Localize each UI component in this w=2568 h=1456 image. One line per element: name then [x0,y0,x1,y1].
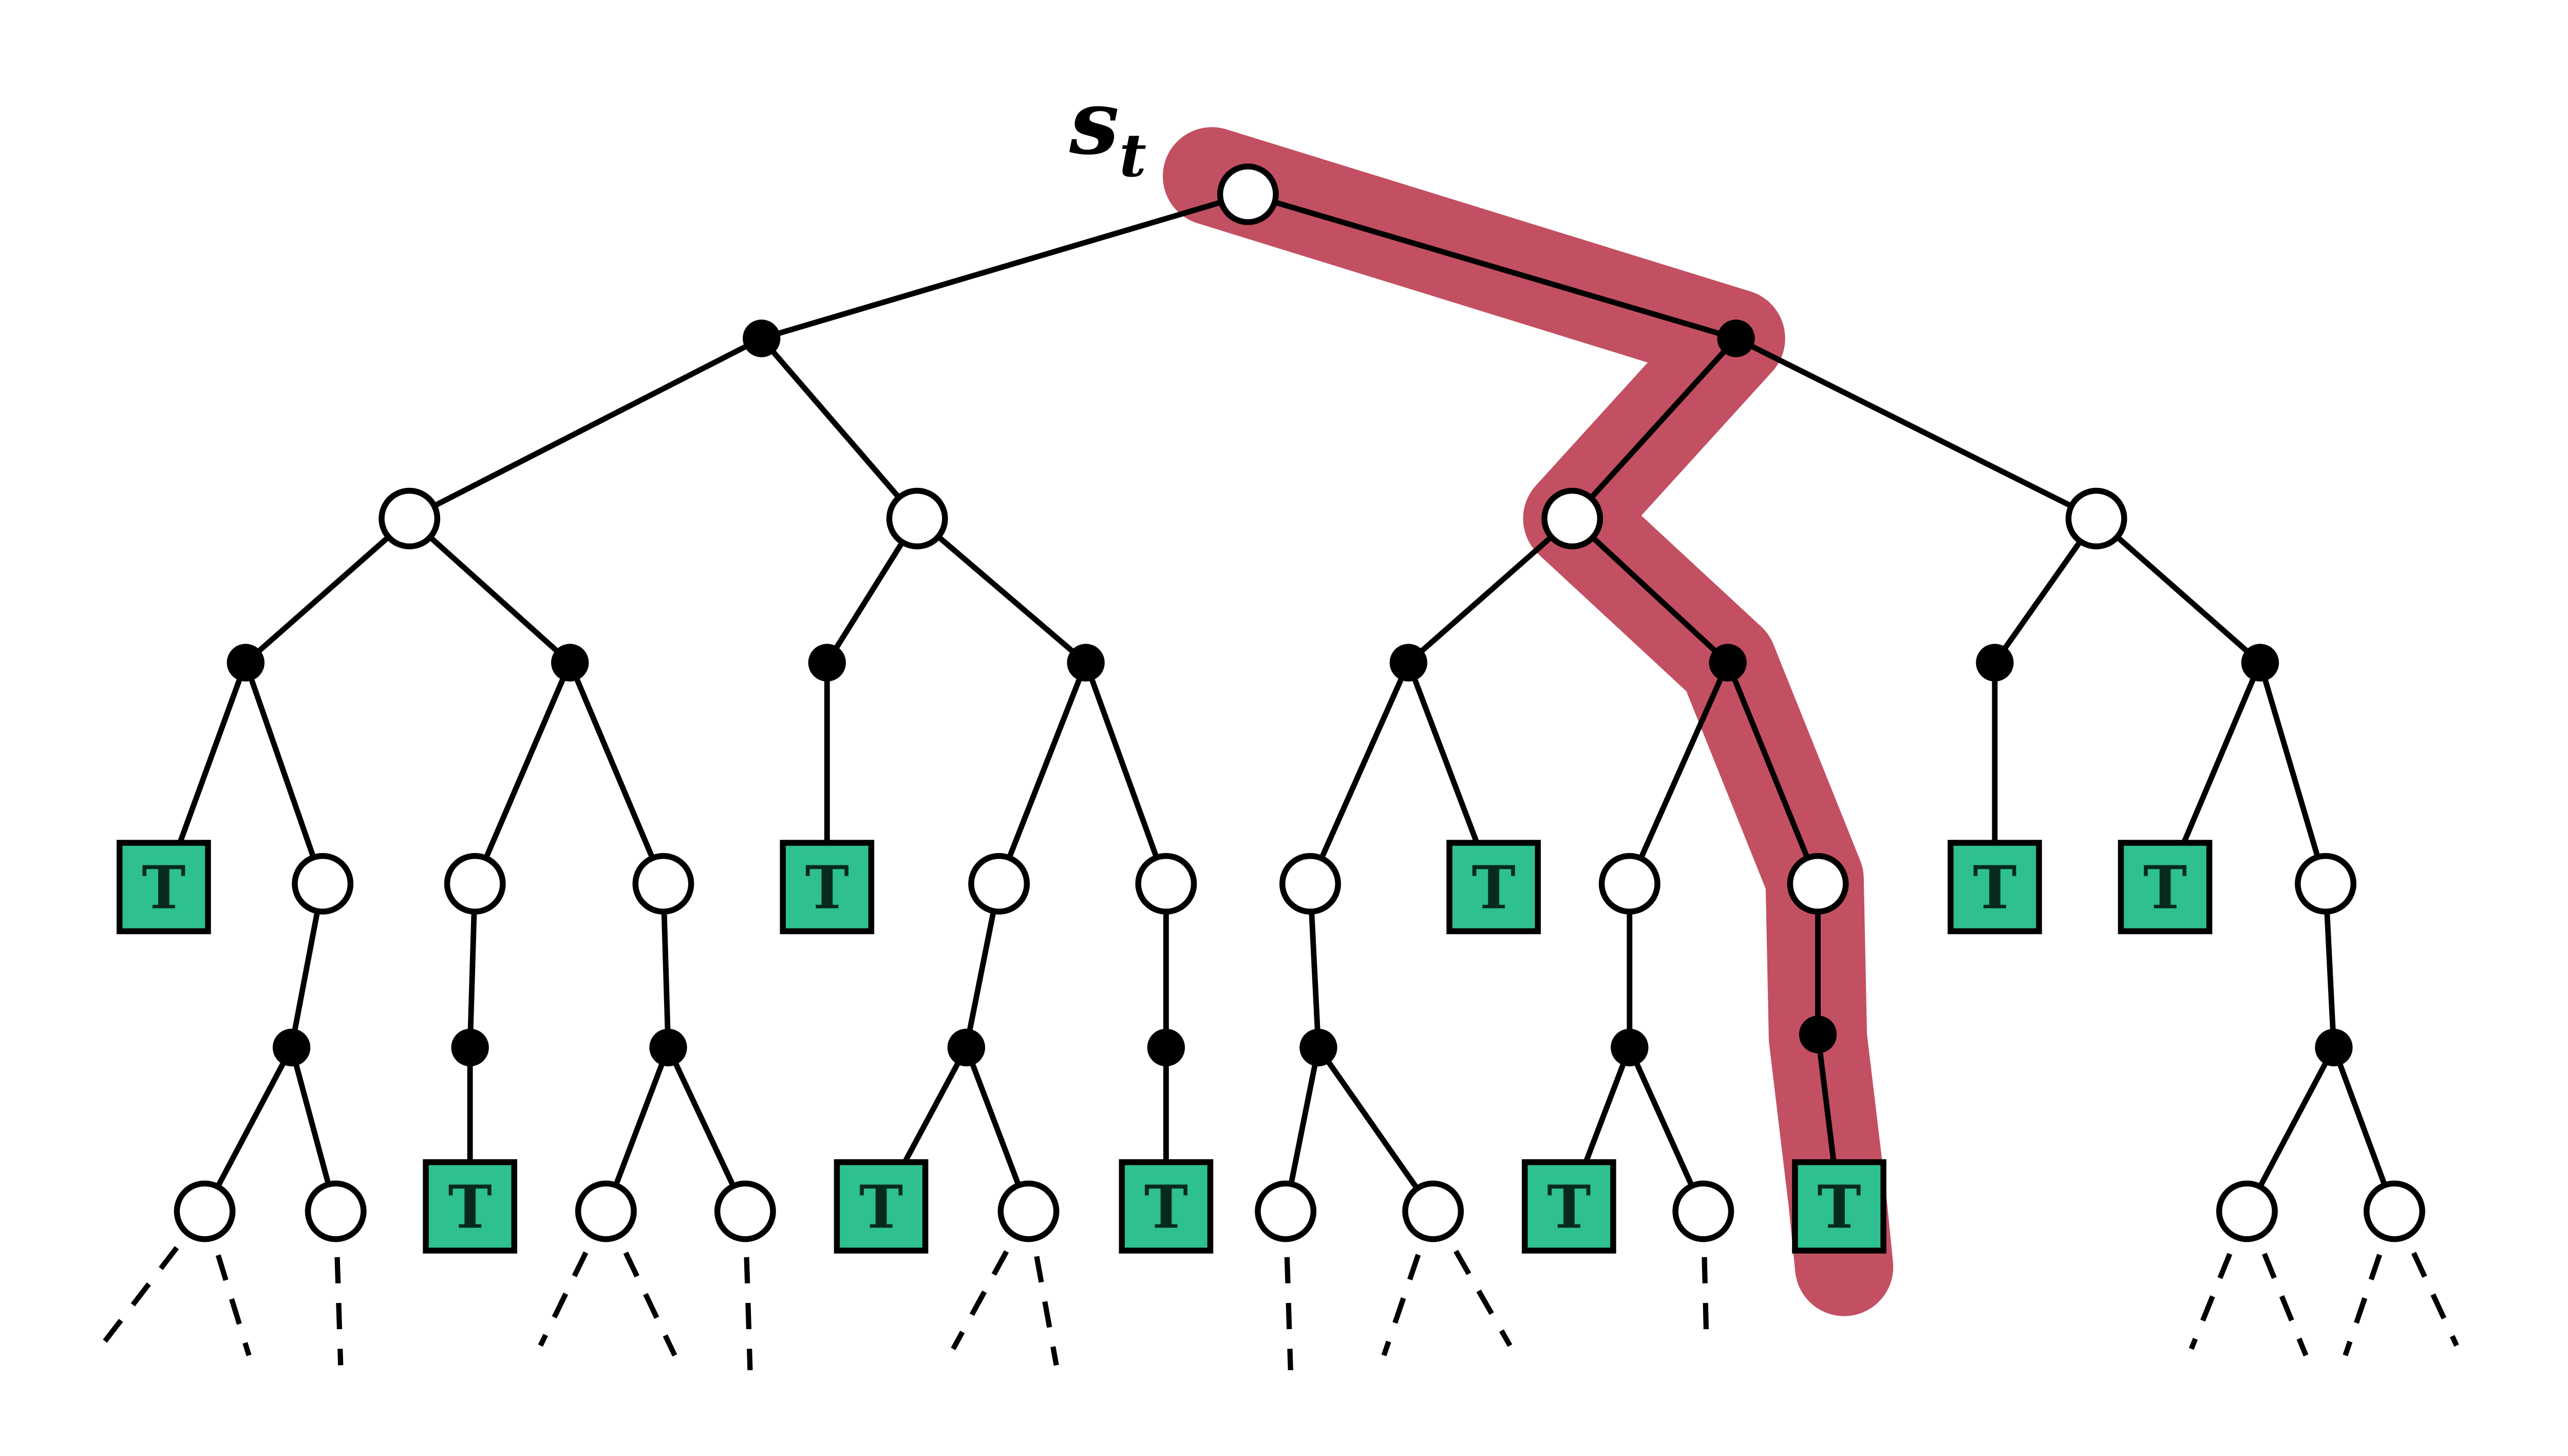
terminal-node [780,839,875,934]
state-node [1541,487,1603,550]
terminal-node-label: T [1471,853,1515,922]
tree-edge [1308,661,1411,885]
terminal-node-label: T [2143,853,2187,922]
tree-edge [2094,516,2262,665]
state-node [575,1180,637,1242]
tree-edge [1083,661,1169,885]
action-node [808,644,846,682]
terminal-node [117,839,211,934]
action-node [947,1028,986,1066]
state-node [2364,1180,2425,1242]
tree-edge [996,661,1089,885]
terminal-node [2118,839,2213,934]
tree-edge [915,516,1088,665]
tree-edge [759,336,919,520]
terminal-node [1522,1159,1616,1254]
tree-edge [2257,661,2329,884]
action-node [451,1028,489,1066]
terminal-node-label: T [142,853,185,922]
terminal-node-label: T [805,853,849,922]
action-node [1611,1028,1649,1066]
state-node [1787,853,1849,915]
terminal-node [1446,839,1541,934]
tree-edge [1725,661,1821,885]
state-node [1279,853,1341,915]
state-node [2065,487,2127,550]
tree-layers: T T T T T T T T T T [99,127,2459,1370]
action-node [1799,1015,1837,1053]
tree-edge [1316,1046,1436,1213]
tree-edge [1247,191,1737,341]
terminal-node-label: T [1547,1173,1591,1242]
tree-edge [1734,335,2098,521]
terminal-node-label: T [1973,853,2016,922]
terminal-node [1119,1159,1214,1254]
action-node [2315,1028,2353,1066]
root-state-node [1217,163,1279,225]
state-node [968,853,1030,915]
state-node [174,1180,236,1242]
tree-edge [472,661,573,885]
search-tree-diagram: T T T T T T T T T T st [99,70,2459,1370]
action-node [1389,644,1428,682]
terminal-node [1948,839,2042,934]
tree-edge [407,516,572,665]
tree-edge-dashed [99,1209,207,1347]
action-node [649,1028,687,1066]
terminal-node [423,1159,518,1254]
tree-edge [408,335,763,521]
action-node [1717,319,1755,357]
tree-edge [761,191,1249,341]
action-node [743,319,781,357]
state-node [997,1180,1060,1242]
action-node [1709,644,1747,682]
tree-edge [2244,1046,2336,1213]
tree-edge [1570,516,1730,665]
action-node [551,644,589,682]
action-node [1976,644,2014,682]
terminal-node-label: T [1817,1173,1861,1242]
root-state-label-sub: t [1119,121,1146,191]
tree-edge [1406,516,1574,665]
terminal-node [834,1159,929,1254]
action-node [226,644,265,682]
root-state-label: st [1069,70,1146,191]
tree-edge [567,661,666,885]
action-node [272,1028,311,1066]
state-node [1402,1180,1464,1242]
state-node [1255,1180,1317,1242]
state-node [379,487,441,550]
terminal-node-label: T [859,1173,903,1242]
terminal-node-label: T [1144,1173,1188,1242]
tree-edge [243,516,411,665]
state-node [1598,853,1660,915]
state-node [292,853,354,915]
state-node [305,1180,367,1242]
tree-edge [243,661,326,885]
action-node [1067,644,1105,682]
terminal-node [1792,1159,1886,1254]
state-node [886,487,948,550]
tree-edge [1570,336,1739,520]
state-node [1135,853,1197,915]
state-node [2216,1180,2278,1242]
state-node [1672,1180,1734,1242]
tree-edge [202,1046,294,1213]
state-node [632,853,694,915]
action-node [2241,644,2279,682]
root-state-label-main: s [1069,70,1119,174]
action-node [1147,1028,1185,1066]
state-node [2295,853,2357,915]
tree-edge [1627,661,1731,885]
state-node [714,1180,776,1242]
state-node [444,853,506,915]
terminal-node-label: T [448,1173,492,1242]
action-node [1299,1028,1337,1066]
